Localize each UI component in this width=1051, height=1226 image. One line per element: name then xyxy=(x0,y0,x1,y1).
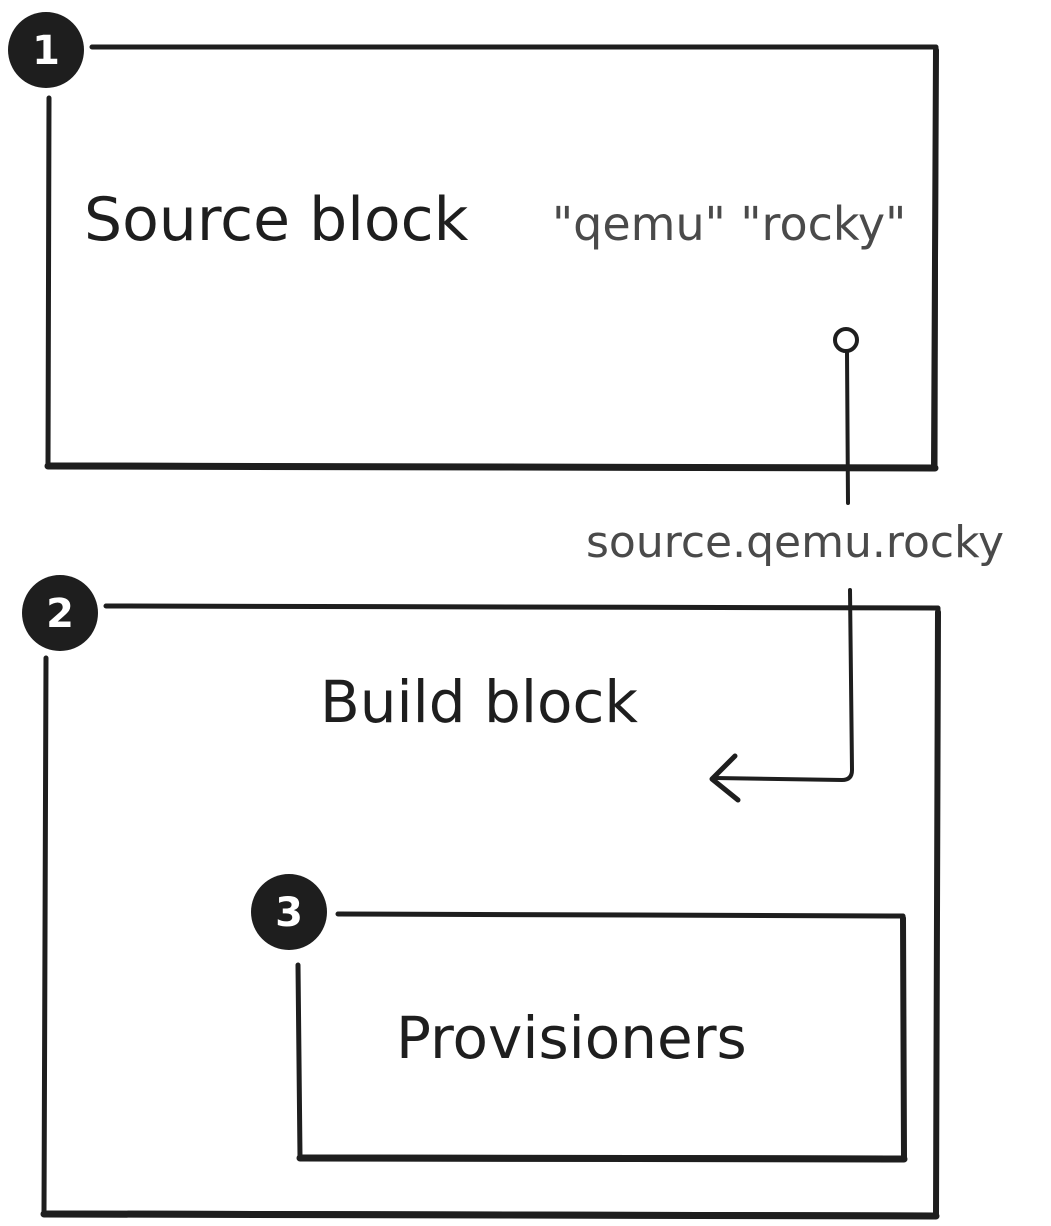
output-pin-icon xyxy=(833,327,859,353)
source-block: 1 Source block "qemu" "rocky" xyxy=(8,12,939,472)
build-block: 2 Build block xyxy=(22,575,941,1220)
provisioners-block-right-edge xyxy=(900,915,907,1161)
source-block-badge: 1 xyxy=(8,12,84,88)
arrow-left-icon xyxy=(709,753,741,803)
source-block-frame xyxy=(45,44,939,471)
build-block-right-edge xyxy=(933,609,941,1218)
badge-number: 3 xyxy=(275,890,303,936)
output-pin-line xyxy=(845,350,850,505)
source-block-right-edge xyxy=(931,47,939,471)
source-block-label: Source block xyxy=(84,185,469,255)
connector-line xyxy=(713,588,854,782)
badge-circle xyxy=(8,12,84,88)
source-block-bottom-edge xyxy=(44,462,939,472)
provisioners-block-label: Provisioners xyxy=(396,1004,747,1072)
provisioners-block: 3 Provisioners xyxy=(251,874,908,1163)
build-block-label: Build block xyxy=(320,668,638,736)
build-block-badge: 2 xyxy=(22,575,98,651)
build-block-bottom-edge xyxy=(40,1210,940,1220)
provisioners-block-badge: 3 xyxy=(251,874,327,950)
badge-number: 1 xyxy=(32,28,60,74)
badge-circle xyxy=(22,575,98,651)
badge-circle xyxy=(251,874,327,950)
connector-label: source.qemu.rocky xyxy=(586,517,1004,568)
provisioners-block-bottom-edge xyxy=(296,1154,908,1163)
badge-number: 2 xyxy=(46,591,74,637)
source-reference-connector: source.qemu.rocky xyxy=(586,327,1004,803)
source-block-args: "qemu" "rocky" xyxy=(552,197,906,251)
